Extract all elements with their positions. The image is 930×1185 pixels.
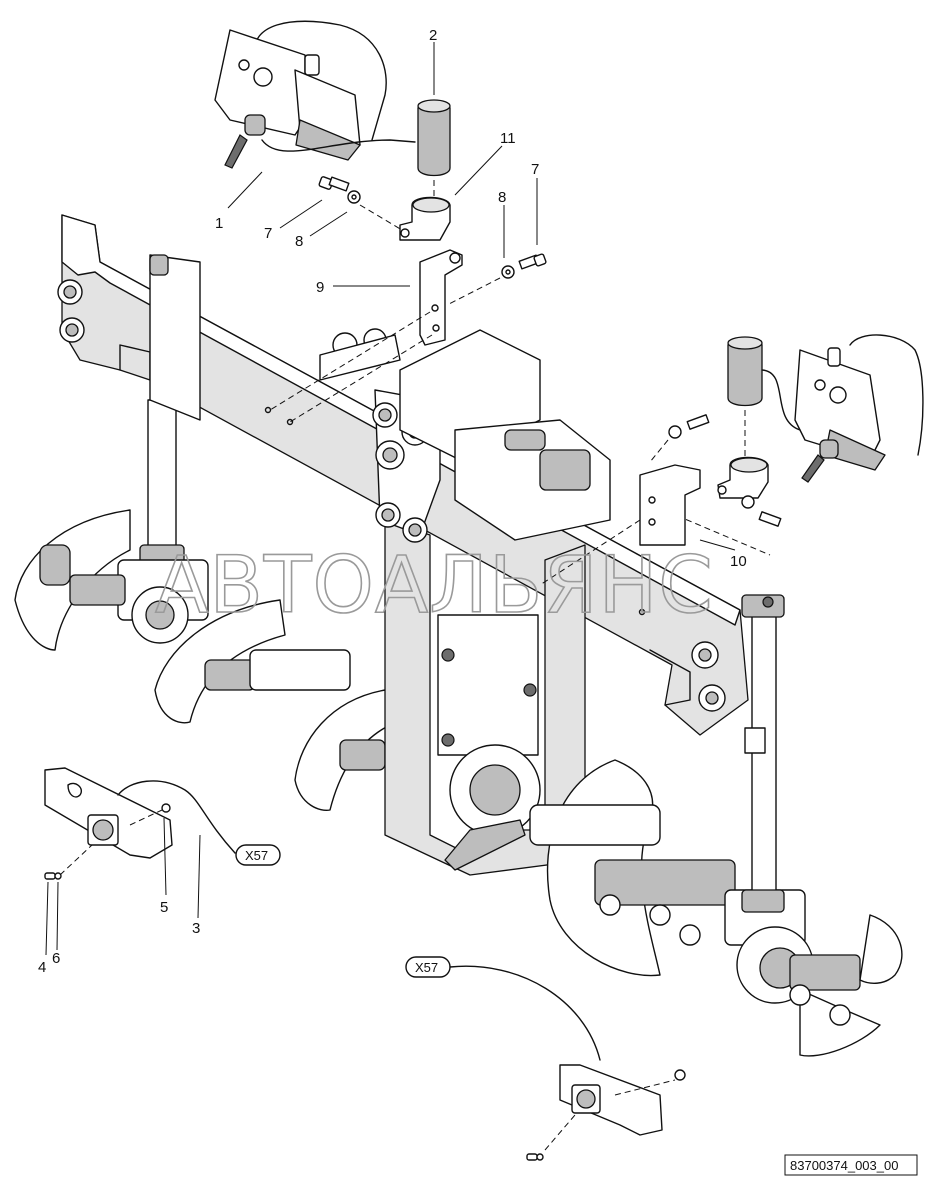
- right-disc-assembly: [529, 759, 903, 1057]
- callout-labels: 1 2 3 4 5 6 7 7 8 8 9 10 11: [38, 27, 747, 976]
- lamp-assembly-right: [639, 334, 924, 546]
- callout-7-right: 7: [531, 161, 539, 178]
- callout-7-left: 7: [264, 225, 272, 242]
- central-gearbox: [319, 328, 611, 876]
- connector-label-left: X57: [245, 848, 268, 863]
- callout-4: 4: [38, 959, 46, 976]
- connector-label-bottom: X57: [415, 960, 438, 975]
- left-discs: [14, 509, 391, 812]
- watermark: АВТОАЛЬЯНС: [155, 541, 714, 631]
- lamp-assembly-top: [214, 20, 416, 169]
- callout-3: 3: [192, 920, 200, 937]
- callout-9: 9: [316, 279, 324, 296]
- lamp-cylinder-2: [417, 99, 451, 205]
- clamp-11: [399, 196, 451, 241]
- drawing-number-box: 83700374_003_00: [784, 1154, 918, 1176]
- callout-1: 1: [215, 215, 223, 232]
- callout-5: 5: [160, 899, 168, 916]
- bolt-7-washer-8-right: [446, 253, 547, 306]
- callout-8-left: 8: [295, 233, 303, 250]
- connector-tag-left: X57: [235, 844, 281, 866]
- callout-2: 2: [429, 27, 437, 44]
- callout-11: 11: [500, 130, 516, 147]
- bolt-7-washer-8-left: [318, 176, 403, 231]
- callout-6: 6: [52, 950, 60, 967]
- callout-10: 10: [730, 553, 747, 570]
- connector-tag-bottom: X57: [405, 956, 451, 978]
- callout-8-right: 8: [498, 189, 506, 206]
- right-post: [741, 594, 785, 913]
- drawing-number: 83700374_003_00: [790, 1158, 898, 1173]
- connector-plate-left: [44, 767, 236, 880]
- connector-plate-bottom: [449, 965, 686, 1161]
- leader-lines: [45, 42, 736, 956]
- bracket-9: [419, 249, 463, 346]
